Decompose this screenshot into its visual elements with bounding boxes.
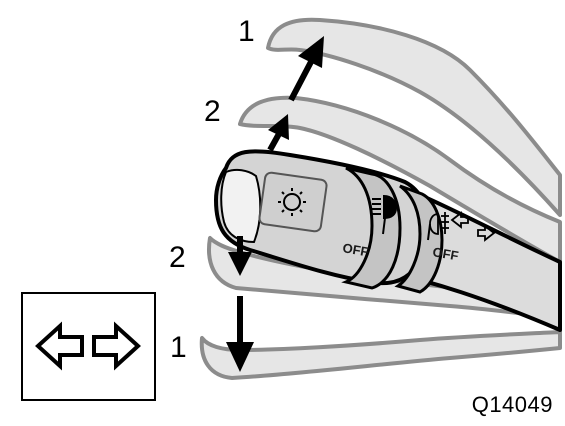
ghost-lever-position-2-up bbox=[238, 95, 562, 264]
turn-signal-left-arrow-icon bbox=[35, 321, 84, 371]
fog-light-icon bbox=[429, 212, 449, 235]
turn-signal-right-arrow-icon bbox=[92, 321, 141, 371]
arrow-down-position-1 bbox=[226, 296, 254, 372]
light-sun-icon bbox=[278, 188, 306, 216]
arrow-down-position-2 bbox=[228, 236, 252, 276]
headlight-ring-indicator-mark bbox=[382, 217, 386, 235]
position-label-lower-2: 2 bbox=[169, 241, 186, 274]
stalk-turn-arrows-icon bbox=[450, 211, 496, 242]
figure-reference-code: Q14049 bbox=[471, 392, 553, 417]
ghost-lever-position-1-down bbox=[199, 330, 562, 380]
position-label-lower-1: 1 bbox=[170, 331, 187, 364]
arrow-up-position-2 bbox=[267, 114, 289, 152]
arrow-up-position-1 bbox=[288, 36, 324, 102]
lever-end-cap bbox=[220, 168, 262, 244]
light-symbol-panel bbox=[258, 171, 328, 233]
position-label-upper-2: 2 bbox=[204, 95, 221, 128]
fog-off-label: OFF bbox=[431, 244, 459, 263]
headlight-icon bbox=[372, 194, 398, 220]
position-label-upper-1: 1 bbox=[238, 15, 255, 48]
headlight-off-label: OFF bbox=[341, 240, 369, 259]
